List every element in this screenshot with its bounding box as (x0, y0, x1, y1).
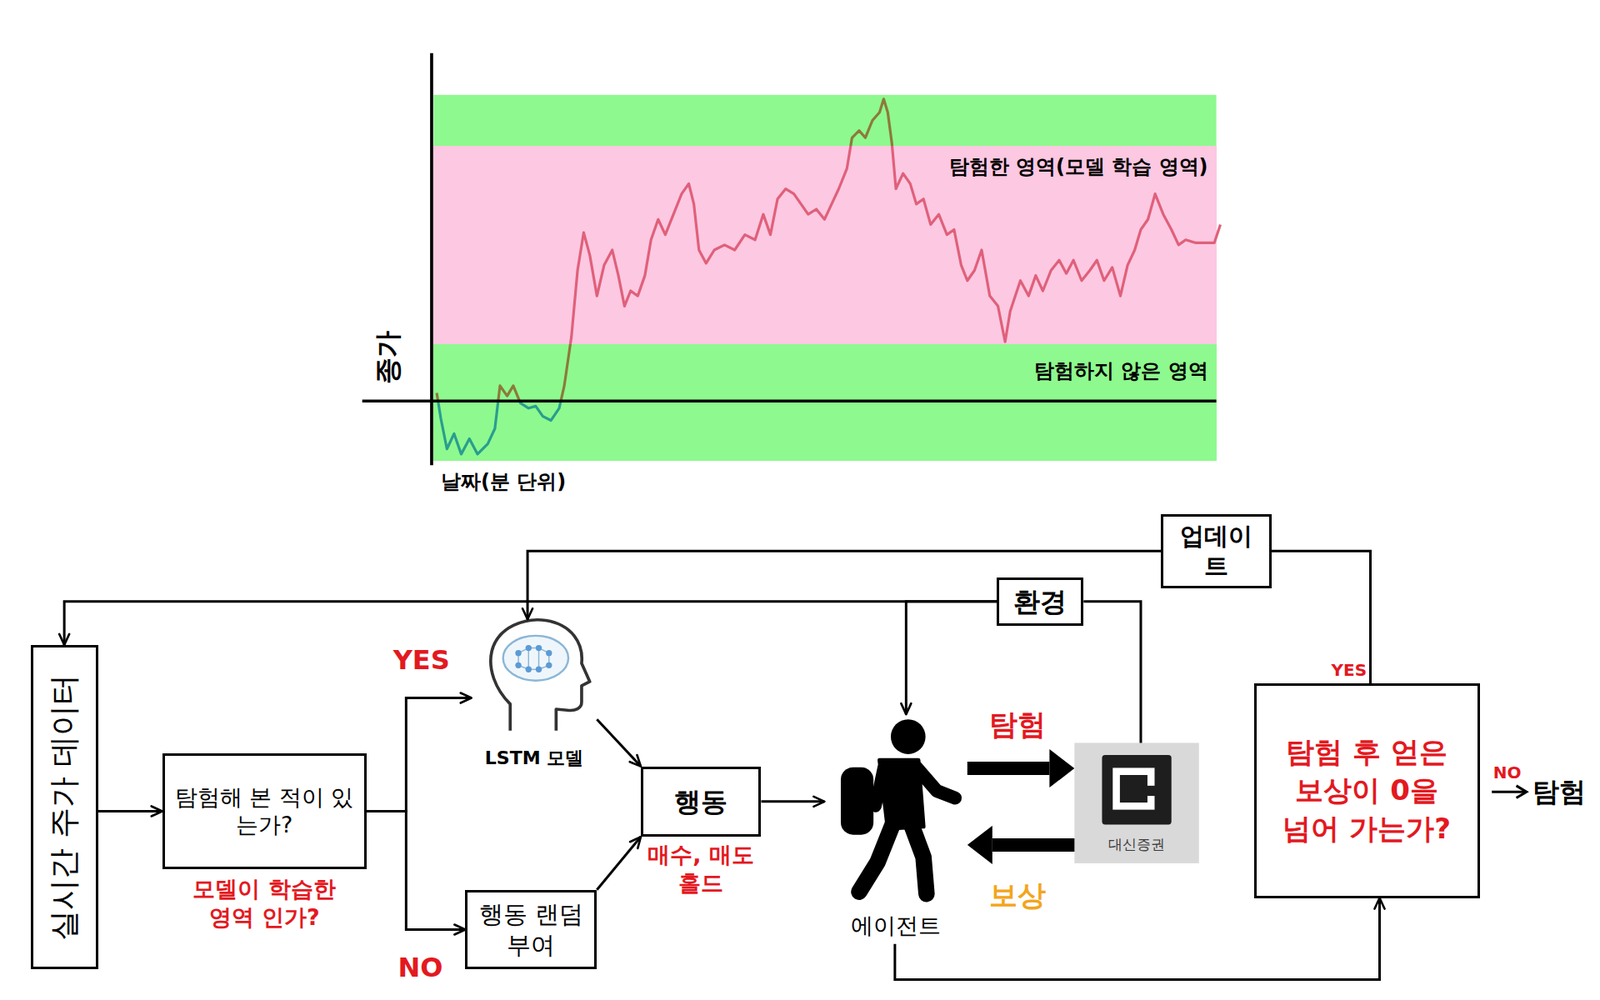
update-box: 업데이트 (1160, 514, 1271, 589)
block-arrow (992, 838, 1075, 852)
connector (596, 719, 641, 766)
lstm-head-icon (490, 620, 590, 731)
node-text: 대신증권 (1074, 835, 1199, 854)
no-arrow-head (1516, 785, 1527, 799)
caption-text: 모델이 학습한 영역 인가? (180, 875, 348, 932)
text-body: 탐험 후 얻은 보상이 0을 넘어 가는가? (1280, 733, 1455, 849)
text-body: 환경 (1005, 585, 1075, 619)
edge-label: YES (1330, 660, 1367, 681)
edge-label: NO (397, 950, 443, 985)
node-text: 환경 (1005, 585, 1075, 619)
node-text: 탐험해 본 적이 있는가? (175, 783, 355, 840)
edge-label: 탐험 (989, 706, 1046, 743)
broker-environment: 대신증권 (1074, 742, 1199, 863)
note-label: 탐험 (1532, 775, 1586, 809)
connector (98, 810, 163, 813)
price-line (436, 99, 1220, 146)
y-axis (430, 53, 434, 466)
x-axis (362, 399, 1217, 403)
connector (64, 601, 997, 645)
connector (1083, 601, 1141, 744)
node-text: 행동 (650, 785, 752, 819)
text-body: 행동 랜덤 부여 (474, 899, 588, 960)
note-label: 날짜(분 단위) (440, 469, 566, 495)
text-body: 행동 (650, 785, 752, 819)
node-text: 탐험 후 얻은 보상이 0을 넘어 가는가? (1280, 733, 1455, 849)
connector (760, 800, 825, 803)
node-text: 행동 랜덤 부여 (474, 899, 588, 960)
price-line (436, 145, 1220, 345)
axis-title: 종가 (370, 330, 405, 385)
connector (1271, 550, 1371, 684)
node-text: 실시간 주가 데이터 (45, 674, 84, 941)
no-arrow (1491, 790, 1525, 794)
explored-check-box: 탐험해 본 적이 있는가?모델이 학습한 영역 인가? (162, 753, 367, 870)
node-text: 탐험하지 않은 영역 (1034, 358, 1209, 384)
node-text: 탐험한 영역(모델 학습 영역) (949, 154, 1209, 180)
connector (366, 698, 472, 812)
explored-band: 탐험한 영역(모델 학습 영역) (433, 145, 1216, 345)
connector (905, 601, 997, 715)
top-band (433, 95, 1216, 146)
text-body: 업데이트 (1170, 520, 1262, 582)
connector (596, 836, 641, 890)
broker-logo (1074, 742, 1199, 863)
block-arrow (967, 761, 1050, 775)
random-action-box: 행동 랜덤 부여 (465, 890, 597, 970)
connector (895, 898, 1380, 980)
edge-label: 보상 (989, 877, 1046, 914)
agent-icon (840, 719, 955, 894)
action-box: 행동매수, 매도 홀드 (640, 766, 761, 837)
price-line (436, 344, 1220, 402)
note-label: NO (1493, 761, 1522, 783)
environment-box: 환경 (996, 577, 1084, 626)
data-source-box: 실시간 주가 데이터 (30, 645, 99, 970)
price-line (436, 400, 1220, 455)
edge-label: YES (393, 643, 450, 677)
connector (366, 810, 466, 930)
agent: 에이전트 (824, 714, 967, 945)
caption-text: 매수, 매도 홀드 (638, 840, 764, 898)
text-body: 탐험해 본 적이 있는가? (175, 783, 355, 840)
node-text: 업데이트 (1170, 520, 1262, 582)
node-text: 에이전트 (824, 911, 967, 940)
reward-check-box: 탐험 후 얻은 보상이 0을 넘어 가는가? (1254, 683, 1480, 898)
lstm-model: LSTM 모델 (471, 619, 598, 773)
node-text: LSTM 모델 (471, 746, 598, 770)
